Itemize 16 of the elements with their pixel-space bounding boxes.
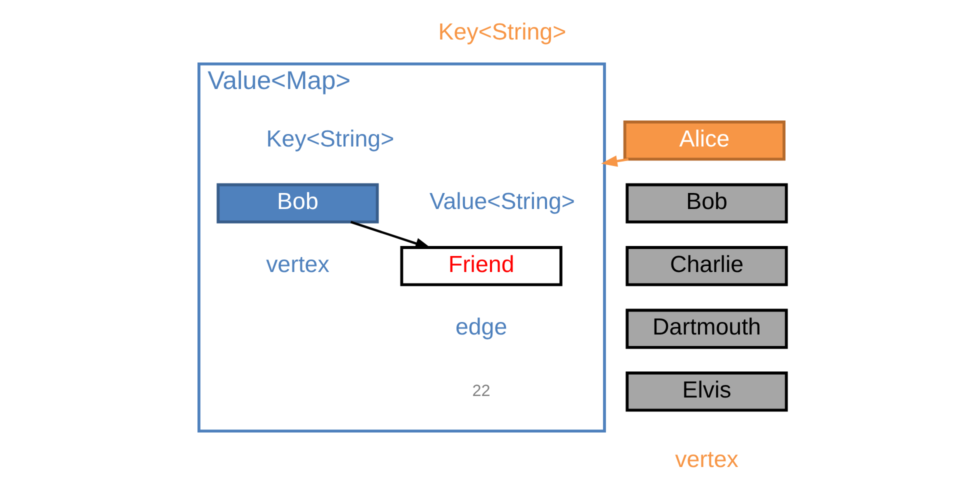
node-box: Charlie <box>625 246 788 286</box>
label: vertex <box>674 446 738 472</box>
node-box: Friend <box>400 246 562 286</box>
label: Key<String> <box>438 18 566 44</box>
label: Value<String> <box>428 188 575 214</box>
node-box: Bob <box>216 183 378 224</box>
label: 22 <box>472 382 490 400</box>
arrow <box>600 155 628 167</box>
label: vertex <box>266 250 329 277</box>
label: edge <box>454 314 507 340</box>
arrow <box>350 220 432 249</box>
node-box: Dartmouth <box>625 308 788 349</box>
node-box: Elvis <box>625 372 788 412</box>
node-box: Bob <box>625 183 788 224</box>
node-box: Alice <box>622 120 785 161</box>
label: Key<String> <box>266 125 394 152</box>
